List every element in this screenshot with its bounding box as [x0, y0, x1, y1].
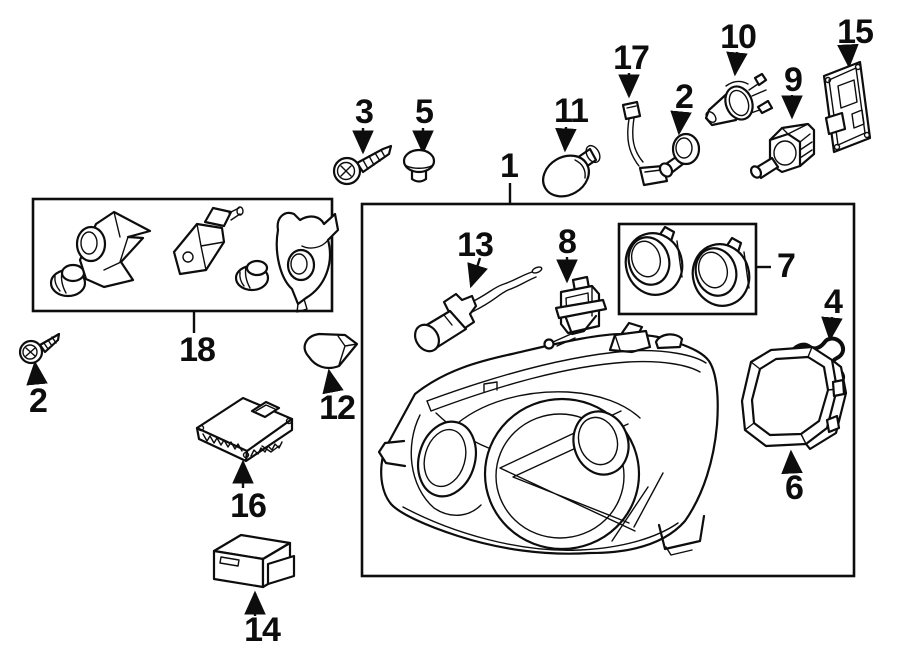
callout-4: 4	[824, 283, 843, 321]
callout-10: 10	[720, 18, 757, 56]
bulb-socket-2-drawing	[658, 132, 701, 178]
arrow-2-top	[670, 110, 692, 136]
callout-16: 16	[230, 487, 267, 525]
headlamp-bulb-10-drawing	[704, 72, 774, 127]
arrow-15	[837, 43, 859, 69]
callout-14: 14	[244, 611, 281, 649]
arrow-4	[821, 316, 843, 342]
leader-arrows	[26, 43, 859, 616]
arrow-10	[726, 51, 748, 77]
bracket-kit-box	[31, 197, 334, 313]
bracket-b	[172, 206, 244, 276]
mounting-screw-3-drawing	[332, 144, 393, 186]
callout-2-left: 2	[29, 382, 48, 420]
callout-9: 9	[784, 61, 803, 99]
mounting-screw-2-drawing	[18, 332, 61, 365]
arrow-13	[467, 257, 488, 289]
callout-18: 18	[179, 331, 216, 369]
retaining-rings-7-drawing	[624, 225, 751, 307]
arrow-11	[555, 126, 577, 153]
signal-bulb-11-drawing	[542, 144, 601, 198]
ring-right	[691, 236, 751, 307]
callout-13: 13	[457, 226, 494, 264]
grommet-a	[49, 263, 87, 298]
arrow-2-left	[26, 360, 48, 386]
arrow-12	[322, 368, 344, 395]
callout-3: 3	[355, 93, 374, 131]
rings-box	[617, 222, 758, 316]
bulb-holder-9-drawing	[749, 122, 816, 180]
callout-17: 17	[613, 39, 650, 77]
callout-1: 1	[500, 147, 519, 185]
bracket-c	[275, 211, 340, 313]
callout-11: 11	[554, 92, 589, 130]
ballast-unit-16-drawing	[195, 396, 294, 463]
igniter-module-15-drawing	[822, 60, 872, 154]
socket-wire-17-drawing	[621, 100, 669, 187]
callout-15: 15	[837, 13, 874, 51]
callout-12: 12	[319, 389, 356, 427]
bracket-kit-18-drawing	[49, 206, 340, 313]
assembly-box	[360, 202, 856, 578]
grommet-b	[234, 259, 270, 292]
bracket-a	[75, 210, 152, 289]
leveling-motor-8-drawing	[543, 275, 608, 350]
control-module-14-drawing	[212, 533, 296, 589]
arrow-6	[781, 449, 803, 475]
callout-8: 8	[558, 223, 577, 261]
callout-7: 7	[777, 247, 796, 285]
headlamp-assembly-drawing	[377, 321, 719, 556]
callout-2-top: 2	[675, 78, 694, 116]
ring-left	[624, 225, 684, 296]
callout-5: 5	[415, 93, 434, 131]
protector-cover-6-drawing	[740, 345, 848, 451]
socket-harness-13-drawing	[413, 266, 543, 353]
callout-6: 6	[785, 469, 804, 507]
side-marker-lamp-12-drawing	[303, 332, 359, 370]
retainer-clip-5-drawing	[402, 148, 436, 183]
